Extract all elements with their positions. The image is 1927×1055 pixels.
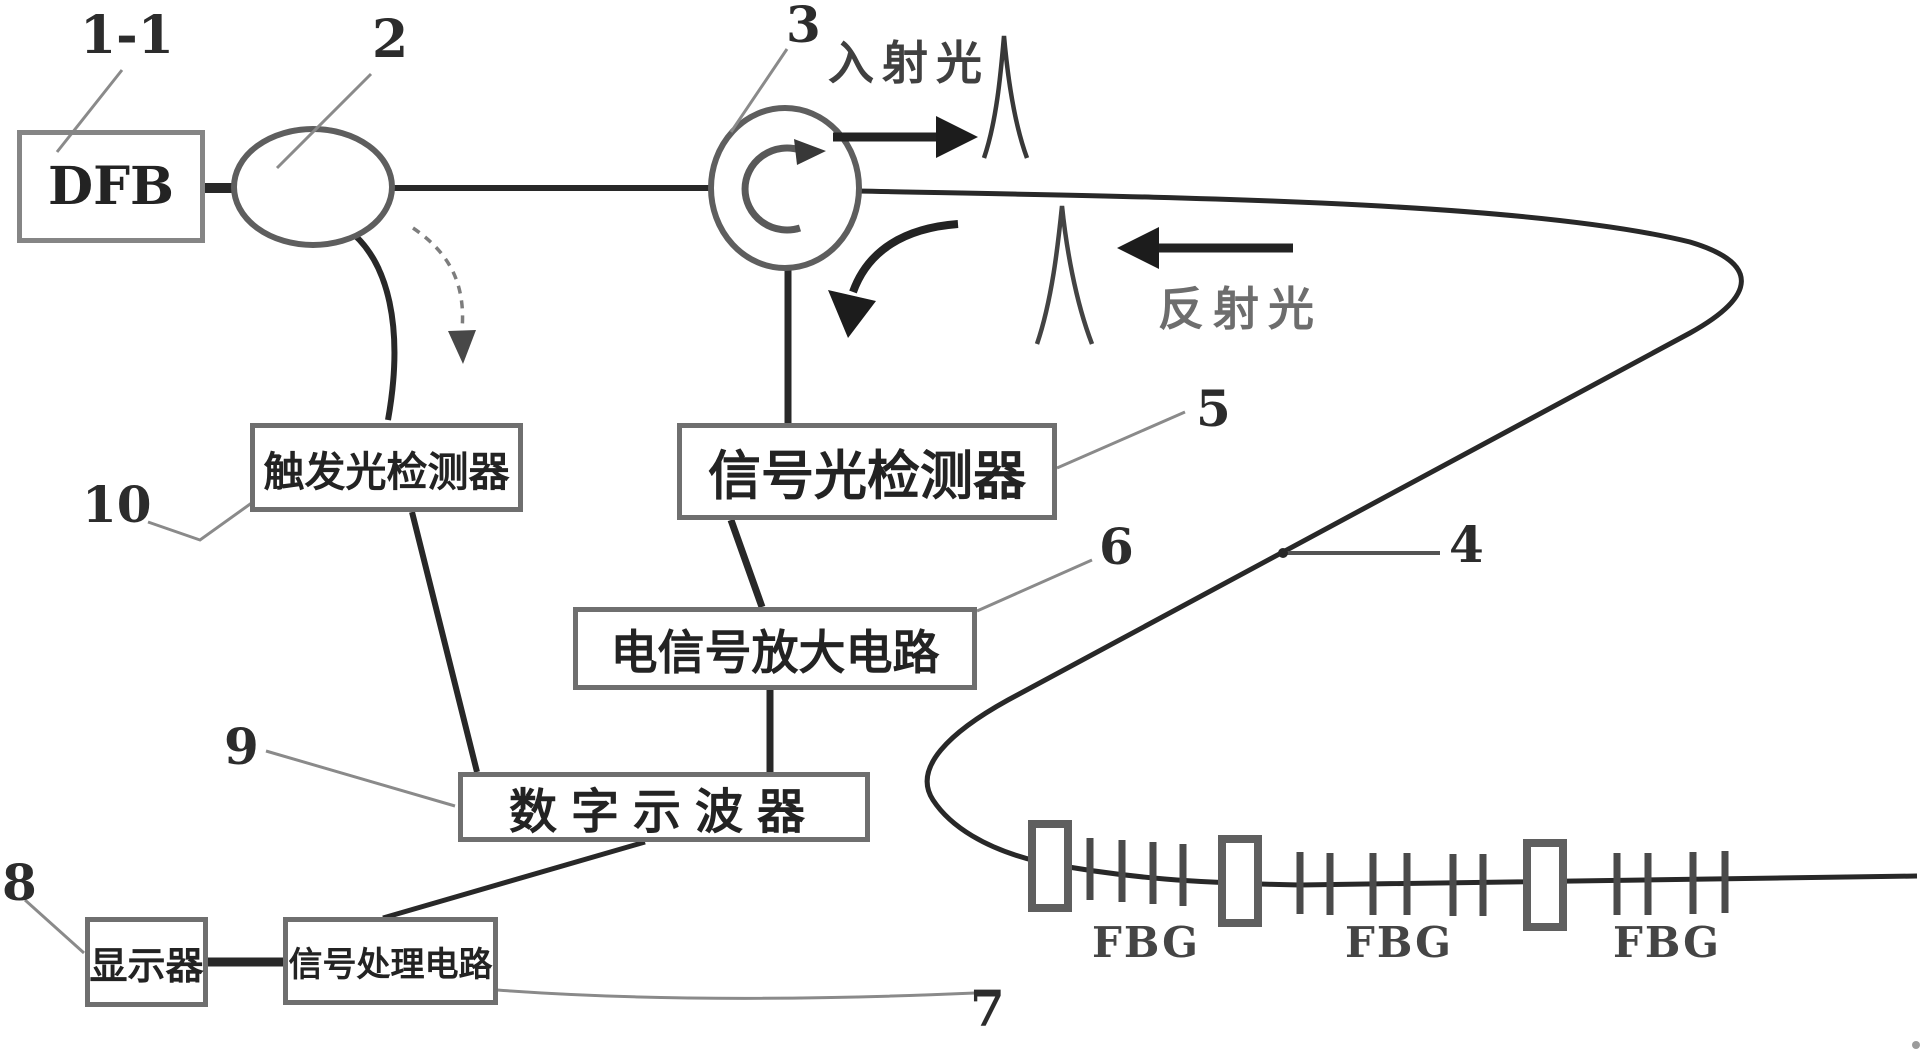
ref-label-amplifier: 6 (1099, 517, 1134, 576)
wire-detector-to-amplifier (727, 518, 766, 609)
fbg-grating-ticks-2 (1296, 852, 1487, 916)
ref-label-circulator: 3 (786, 0, 821, 54)
ref-label-signal-processor: 7 (970, 979, 1005, 1038)
reflected-into-circulator-arrow (849, 220, 959, 294)
ref-label-coupler: 2 (372, 9, 409, 70)
leader-2 (275, 72, 373, 170)
amplifier-label: 电信号放大电路 (610, 626, 940, 679)
leader-lines (23, 48, 1186, 1000)
ref-label-signal-detector: 5 (1196, 379, 1231, 438)
fbg-label-1: FBG (1092, 918, 1200, 967)
signal-processor-box: 信号处理电路 (283, 917, 498, 1005)
ref-label-trigger-detector: 10 (82, 475, 152, 534)
dfb-laser-box: DFB (17, 130, 205, 243)
leader-8 (23, 898, 86, 955)
leader-6 (976, 558, 1093, 613)
fbg-label-2: FBG (1345, 918, 1453, 967)
ref-label-oscilloscope: 9 (224, 717, 259, 776)
dfb-laser-label: DFB (48, 156, 174, 217)
fbg-grating-ticks-1 (1086, 838, 1187, 906)
fiber-loop (856, 188, 1918, 888)
leader-7 (496, 988, 976, 1000)
incident-light-arrowhead (936, 116, 978, 158)
display-box: 显示器 (85, 917, 208, 1007)
reflected-into-circulator-arrowhead (828, 290, 876, 338)
oscilloscope-box: 数字示波器 (458, 772, 870, 842)
wire-oscilloscope-to-processor (382, 839, 646, 921)
ref-label-laser: 1-1 (80, 5, 174, 66)
coupler-symbol (231, 126, 395, 248)
fbg-splice-box-3 (1523, 839, 1567, 931)
scan-artifact-dot (1912, 1041, 1920, 1049)
amplifier-box: 电信号放大电路 (573, 607, 977, 690)
leader-1-1 (55, 69, 124, 153)
incident-pulse-shape (981, 35, 1030, 159)
signal-detector-box: 信号光检测器 (677, 423, 1057, 520)
leader-10 (147, 500, 254, 542)
signal-detector-label: 信号光检测器 (708, 446, 1026, 506)
leader-9 (265, 749, 456, 808)
circulator-rotation-arc (741, 144, 802, 234)
fbg-grating-ticks-3 (1613, 851, 1729, 915)
ref-label-display: 8 (2, 853, 37, 912)
fiber-coupler-to-trigger-detector (344, 225, 398, 421)
fbg-label-3: FBG (1613, 918, 1721, 967)
oscilloscope-label: 数字示波器 (508, 786, 819, 839)
incident-light-annotation: 入射光 (828, 37, 990, 89)
reflected-light-annotation: 反射光 (1158, 283, 1323, 335)
tap-light-dashed-arrow (412, 226, 465, 331)
fbg-splice-box-1 (1028, 820, 1072, 912)
circulator-rotation-arrowhead (794, 139, 826, 165)
fbg-splice-box-2 (1218, 835, 1262, 927)
reflected-pulse-shape (1034, 205, 1095, 345)
leader-4-junction-dot (1278, 548, 1288, 558)
signal-processor-label: 信号处理电路 (288, 945, 493, 984)
tap-light-arrowhead (448, 330, 476, 364)
circulator-symbol (708, 105, 862, 271)
trigger-detector-box: 触发光检测器 (250, 423, 523, 512)
wire-trigger-detector-to-oscilloscope (409, 511, 480, 773)
display-label: 显示器 (89, 945, 204, 988)
ref-label-fiber: 4 (1449, 515, 1484, 574)
reflected-light-arrowhead (1117, 227, 1159, 269)
trigger-detector-label: 触发光检测器 (263, 448, 510, 495)
leader-3 (729, 48, 789, 133)
leader-5 (1056, 410, 1186, 470)
